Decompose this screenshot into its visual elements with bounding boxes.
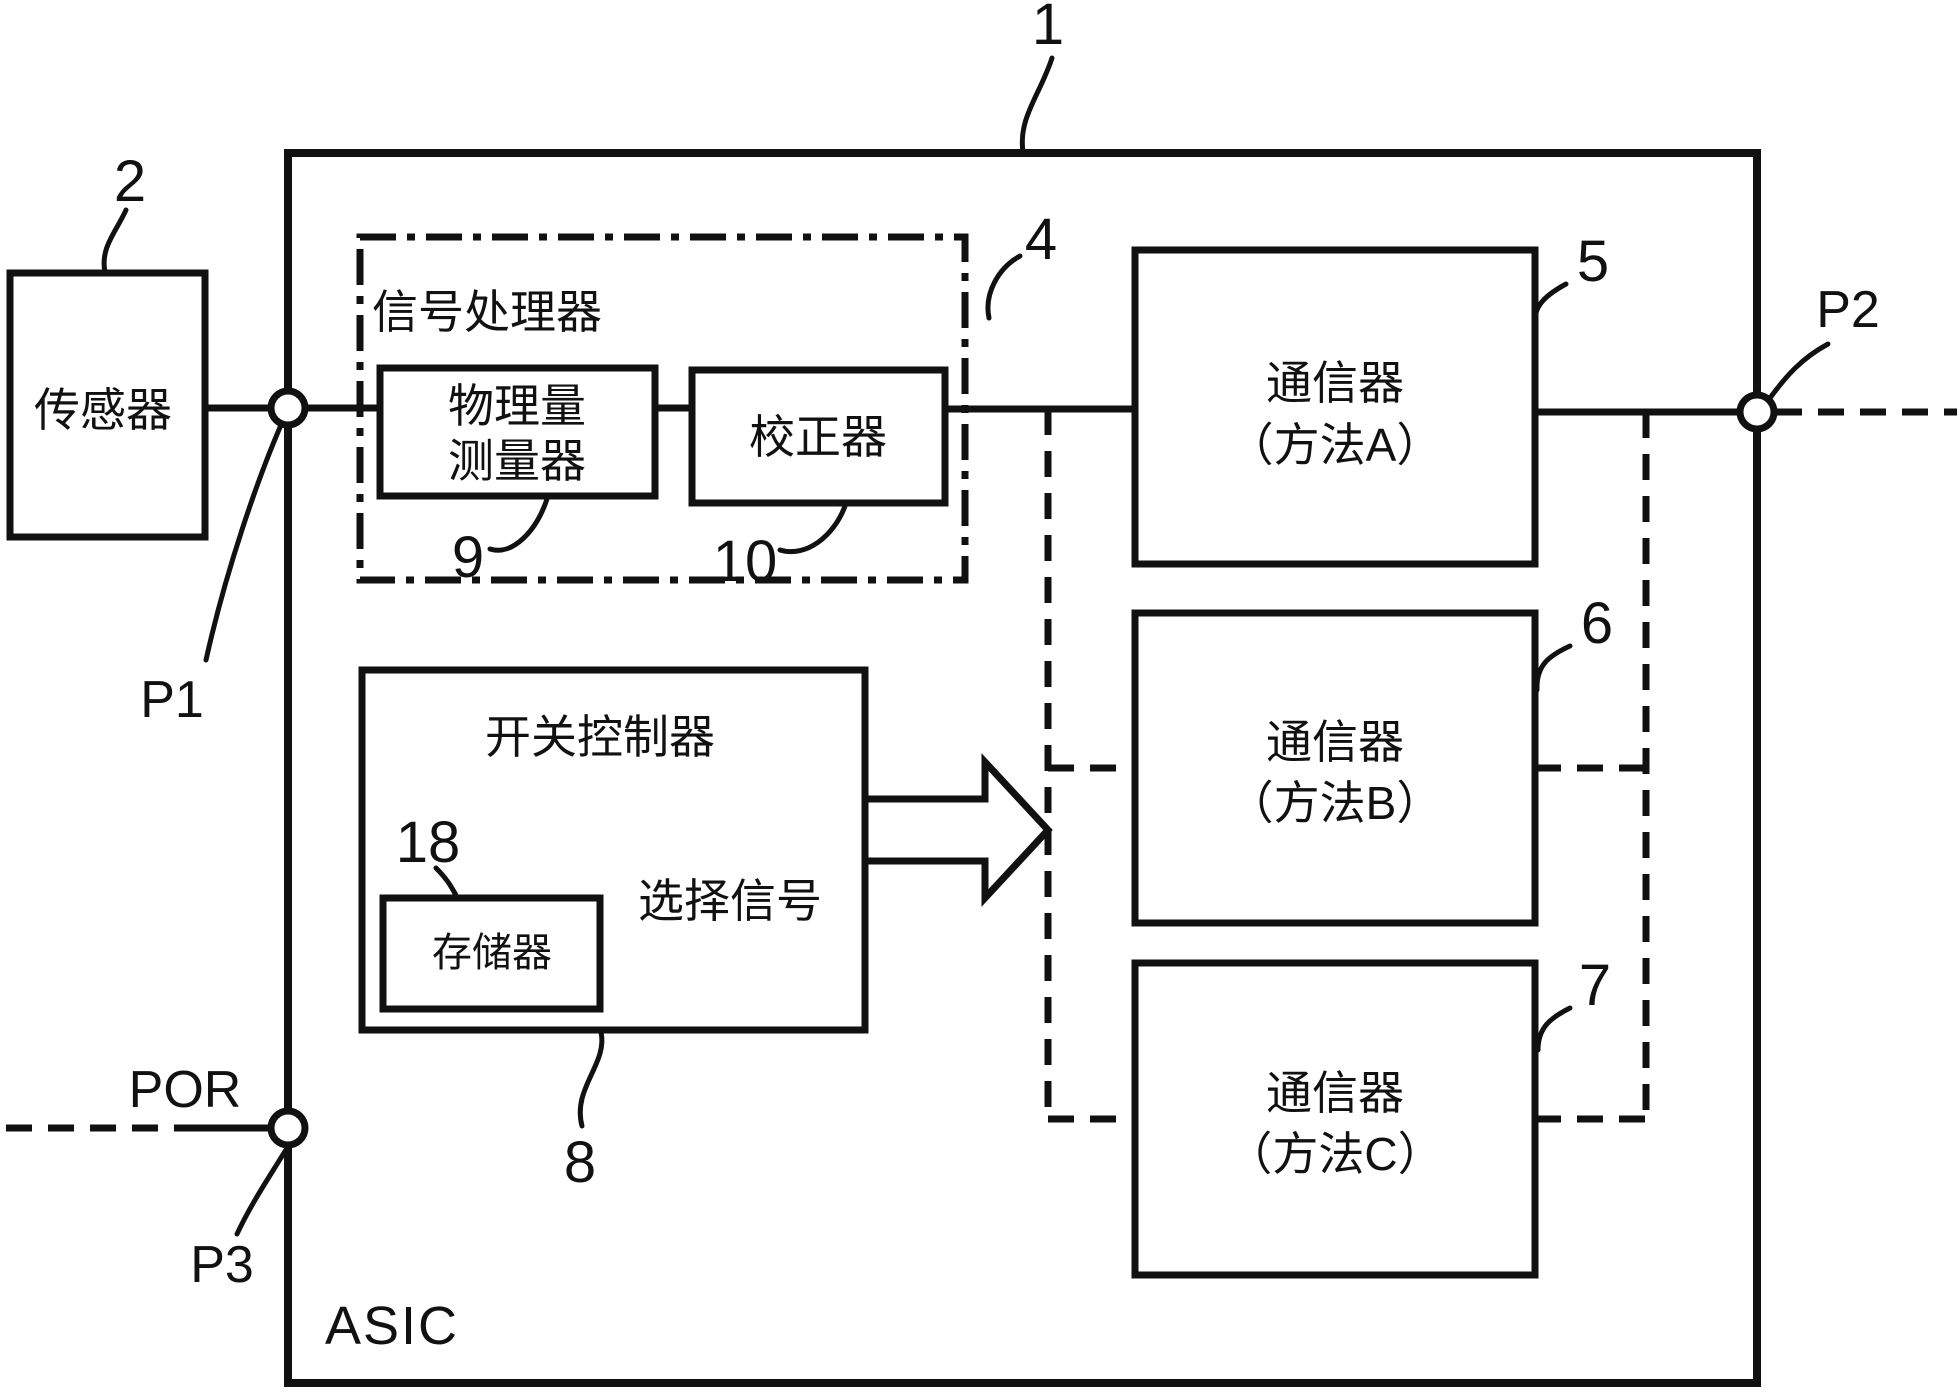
leader-ref5 bbox=[1532, 281, 1569, 336]
leader-ref2 bbox=[101, 207, 129, 275]
leader-p3 bbox=[234, 1145, 290, 1237]
ref-6: 6 bbox=[1580, 591, 1614, 656]
physical-quantity-meter-line2: 测量器 bbox=[448, 435, 586, 487]
communicator-a-box bbox=[1131, 246, 1539, 568]
physical-quantity-meter-box bbox=[376, 364, 659, 500]
communicator-a-line1: 通信器 bbox=[1266, 357, 1404, 409]
communicator-c-line2: （方法C） bbox=[1226, 1128, 1444, 1180]
ref-2: 2 bbox=[113, 149, 147, 214]
asic-label: ASIC bbox=[324, 1296, 460, 1356]
leader-ref8 bbox=[577, 1029, 605, 1129]
leader-ref7 bbox=[1535, 1005, 1573, 1053]
communicator-c-line1: 通信器 bbox=[1266, 1067, 1404, 1119]
port-por-label: POR bbox=[128, 1061, 242, 1119]
sensor-label: 传感器 bbox=[34, 384, 172, 436]
memory-box bbox=[379, 894, 604, 1013]
physical-quantity-meter-line1: 物理量 bbox=[448, 380, 586, 432]
leader-ref1 bbox=[1019, 55, 1055, 155]
communicator-b-line2: （方法B） bbox=[1227, 777, 1443, 829]
ref-10: 10 bbox=[712, 529, 778, 594]
corrector-box bbox=[688, 366, 949, 507]
ref-5: 5 bbox=[1576, 229, 1610, 294]
signal-processor-label: 信号处理器 bbox=[372, 286, 602, 338]
leader-ref18 bbox=[433, 865, 460, 900]
port-p2-circle bbox=[1736, 391, 1778, 433]
leader-ref4 bbox=[985, 253, 1023, 321]
port-p2-label: P2 bbox=[1816, 281, 1880, 339]
signal-processor-dashdot-box bbox=[356, 233, 969, 584]
memory-label: 存储器 bbox=[432, 931, 552, 975]
ref-8: 8 bbox=[563, 1130, 597, 1195]
corrector-label: 校正器 bbox=[749, 411, 887, 463]
ref-1: 1 bbox=[1031, 0, 1065, 57]
selection-arrow bbox=[861, 753, 1053, 907]
port-p1-circle bbox=[267, 387, 309, 429]
ref-4: 4 bbox=[1024, 207, 1058, 272]
select-signal-label: 选择信号 bbox=[638, 875, 822, 927]
leader-p1 bbox=[203, 422, 284, 663]
leader-ref10 bbox=[777, 503, 848, 555]
leader-p2 bbox=[1767, 341, 1831, 401]
communicator-b-box bbox=[1131, 609, 1539, 927]
ref-18: 18 bbox=[395, 810, 461, 875]
communicator-c-box bbox=[1131, 959, 1539, 1279]
communicator-b-line1: 通信器 bbox=[1266, 716, 1404, 768]
port-p3-label: P3 bbox=[190, 1236, 254, 1294]
communicator-a-line2: （方法A） bbox=[1227, 419, 1443, 471]
ref-7: 7 bbox=[1578, 953, 1612, 1018]
ref-9: 9 bbox=[451, 525, 485, 590]
port-p1-label: P1 bbox=[140, 671, 204, 729]
leader-ref9 bbox=[487, 496, 550, 553]
port-p3-circle bbox=[267, 1107, 309, 1149]
leader-ref6 bbox=[1534, 643, 1573, 693]
switch-controller-label: 开关控制器 bbox=[485, 711, 715, 763]
sensor-box bbox=[6, 269, 209, 541]
